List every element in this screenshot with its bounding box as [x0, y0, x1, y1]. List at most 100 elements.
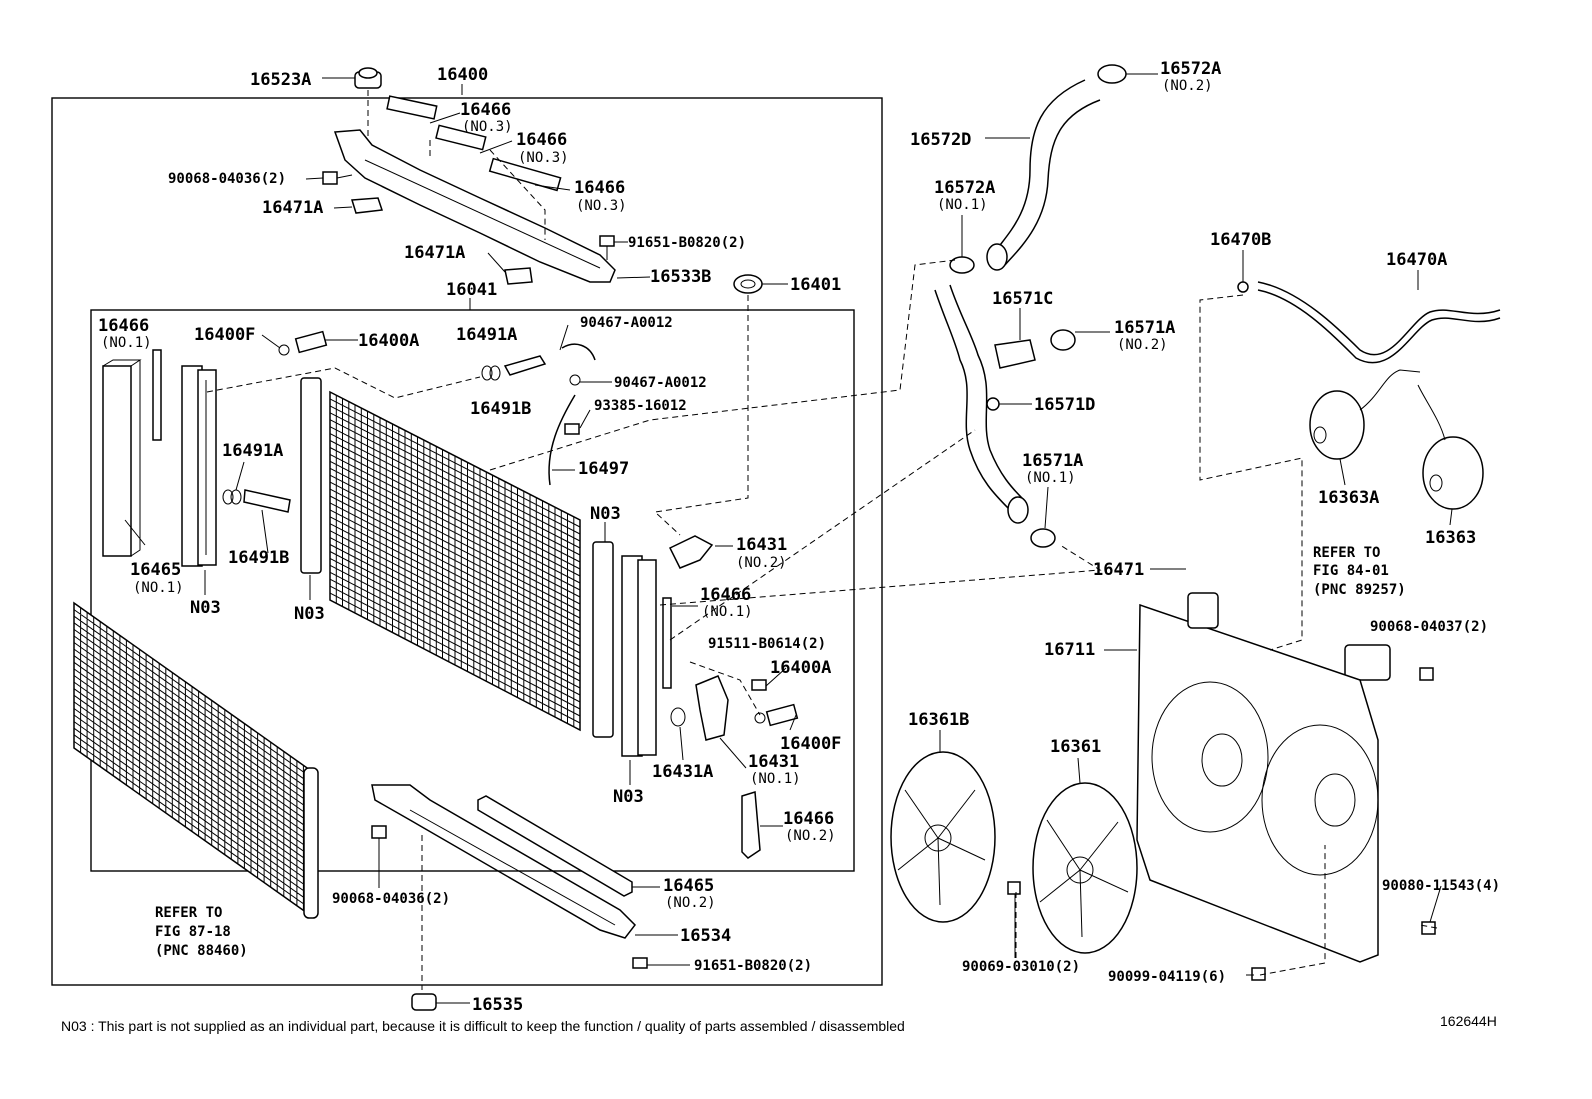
label-16466-no1-left-sub: (NO.1) [101, 335, 152, 351]
label-16400A-top: 16400A [358, 331, 419, 351]
label-16431-no2: 16431 [736, 535, 787, 555]
label-16491A-top: 16491A [456, 325, 517, 345]
label-93385: 93385-16012 [594, 398, 687, 414]
label-90467-a: 90467-A0012 [580, 315, 673, 331]
cushion-16535 [411, 993, 437, 1011]
label-16497: 16497 [578, 459, 629, 479]
diagram-id: 162644H [1440, 1013, 1497, 1029]
label-91651-top: 91651-B0820(2) [628, 235, 746, 251]
label-90068-04036-top: 90068-04036(2) [168, 171, 286, 187]
lower-hose-16571C [934, 284, 1036, 524]
label-16401: 16401 [790, 275, 841, 295]
label-16571D: 16571D [1034, 395, 1095, 415]
fitting-16400A-top [278, 330, 328, 356]
fitting-16491A-top [481, 355, 547, 381]
clamp-16572A-no1 [949, 256, 975, 274]
label-16466-no3-a-sub: (NO.3) [462, 119, 513, 135]
clamp-16572A-no2 [1097, 64, 1127, 84]
label-16361: 16361 [1050, 737, 1101, 757]
label-90068-04037: 90068-04037(2) [1370, 619, 1488, 635]
leader-lines [124, 73, 1453, 1004]
label-16571C: 16571C [992, 289, 1053, 309]
label-16400: 16400 [437, 65, 488, 85]
seal-16466-no1-left [152, 349, 162, 441]
label-16465-no1: 16465 [130, 560, 181, 580]
label-16571A-no1-sub: (NO.1) [1025, 470, 1076, 486]
label-16466-no3-c-sub: (NO.3) [576, 198, 627, 214]
label-90080: 90080-11543(4) [1382, 878, 1500, 894]
label-16431A: 16431A [652, 762, 713, 782]
bolt-90068-04036-top [322, 171, 353, 185]
label-16400A-bot: 16400A [770, 658, 831, 678]
label-n03-b: N03 [294, 604, 325, 624]
radiator-assembly-frame [90, 309, 855, 872]
label-16491B-top: 16491B [470, 399, 531, 419]
label-16491B-mid: 16491B [228, 548, 289, 568]
reservoir-hose-16470A [1257, 281, 1501, 364]
label-16363A: 16363A [1318, 488, 1379, 508]
label-16523A: 16523A [250, 70, 311, 90]
seal-16466-no1-right [662, 597, 672, 689]
label-16363: 16363 [1425, 528, 1476, 548]
label-16466-no3-b-sub: (NO.3) [518, 150, 569, 166]
clamp-16571A-no1 [1030, 528, 1056, 548]
bolt-91651-top [599, 235, 615, 260]
label-16466-no1-right: 16466 [700, 585, 751, 605]
n03-seal-left [300, 377, 322, 574]
label-16711: 16711 [1044, 640, 1095, 660]
label-16533B: 16533B [650, 267, 711, 287]
n03-seal-right [592, 541, 614, 738]
label-16431-no1: 16431 [748, 752, 799, 772]
label-91511: 91511-B0614(2) [708, 636, 826, 652]
label-16572D: 16572D [910, 130, 971, 150]
label-16400F-bot: 16400F [780, 734, 841, 754]
label-16571A-no2-sub: (NO.2) [1117, 337, 1168, 353]
label-16572A-no1-sub: (NO.1) [937, 197, 988, 213]
support-cushion-16523A [354, 67, 382, 89]
label-16571A-no1: 16571A [1022, 451, 1083, 471]
label-16465-no1-sub: (NO.1) [133, 580, 184, 596]
outlet-16431-no2 [668, 535, 714, 569]
bracket-16471A-b [504, 267, 533, 285]
fitting-16491A-mid [222, 489, 291, 513]
label-16466-no3-a: 16466 [460, 100, 511, 120]
label-16572A-no2: 16572A [1160, 59, 1221, 79]
label-16470B: 16470B [1210, 230, 1271, 250]
label-16431-no2-sub: (NO.2) [736, 555, 787, 571]
bolt-91511 [751, 679, 767, 691]
label-91651-bot: 91651-B0820(2) [694, 958, 812, 974]
bolt-90068-04036-bot [371, 825, 387, 839]
foam-16465-no2 [477, 795, 633, 897]
left-foam-strip-16465 [102, 359, 142, 557]
hose-90467-clamps [561, 343, 596, 386]
label-16041: 16041 [446, 280, 497, 300]
drain-pipe-16497 [548, 394, 580, 486]
label-n03-c: N03 [590, 504, 621, 524]
outer-assembly-frame [51, 97, 883, 986]
footnote-n03: N03 : This part is not supplied as an in… [61, 1018, 905, 1034]
label-16471: 16471 [1093, 560, 1144, 580]
label-16471A-b: 16471A [404, 243, 465, 263]
fitting-16400A-bot [754, 703, 799, 727]
upper-hose-16572D [986, 79, 1101, 271]
left-radiator-tank [181, 365, 217, 567]
fan-16361 [1032, 782, 1138, 954]
label-16466-no2-sub: (NO.2) [785, 828, 836, 844]
radiator-lower-support-16534 [371, 784, 636, 939]
radiator-upper-support [333, 95, 616, 283]
radiator-cap-16401 [733, 274, 763, 294]
outlet-16431-no1 [670, 675, 729, 741]
label-90467-b: 90467-A0012 [614, 375, 707, 391]
label-16400F-top: 16400F [194, 325, 255, 345]
label-16471A-a: 16471A [262, 198, 323, 218]
label-16470A: 16470A [1386, 250, 1447, 270]
nut-90069 [1007, 881, 1021, 895]
label-16466-no3-c: 16466 [574, 178, 625, 198]
label-16466-no1-left: 16466 [98, 316, 149, 336]
label-90069: 90069-03010(2) [962, 959, 1080, 975]
fan-16361B [890, 751, 996, 923]
fan-shroud-16711 [1136, 592, 1379, 963]
fan-motor-16363A [1309, 369, 1421, 460]
condenser-reference [73, 601, 319, 919]
label-16572A-no2-sub: (NO.2) [1162, 78, 1213, 94]
